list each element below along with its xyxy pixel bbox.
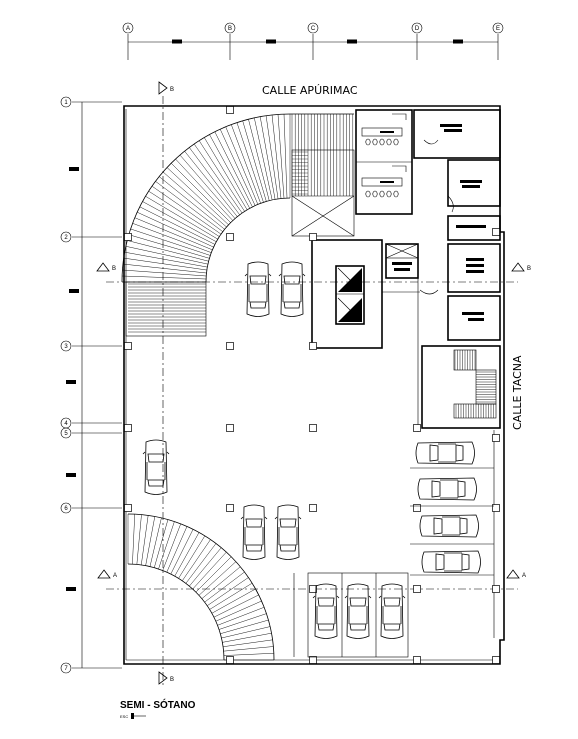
svg-text:B: B (170, 677, 174, 683)
svg-text:B: B (228, 26, 232, 32)
grid-bubble-7: 7 (60, 662, 72, 674)
car-12 (421, 550, 481, 574)
street-label-top: CALLE APÚRIMAC (262, 84, 358, 97)
scale-bar: ESC (120, 713, 146, 719)
ramp-landing (291, 149, 355, 237)
car-6 (312, 583, 340, 639)
svg-text:B: B (170, 87, 174, 93)
car-5 (274, 504, 302, 560)
grid-bubble-1: 1 (60, 96, 72, 108)
svg-text:A: A (126, 26, 130, 32)
grid-bubble-c: C (307, 22, 319, 34)
column-grid-top: A B C D E (122, 22, 504, 60)
grid-bubble-6: 6 (60, 502, 72, 514)
utility-rooms (385, 109, 501, 341)
car-8 (378, 583, 406, 639)
car-7 (344, 583, 372, 639)
car-11 (419, 514, 479, 538)
elevator-core (311, 239, 420, 349)
grid-bubble-b: B (224, 22, 236, 34)
svg-text:A: A (522, 573, 526, 579)
svg-text:B: B (527, 266, 531, 272)
grid-bubble-2: 2 (60, 231, 72, 243)
grid-bubble-a: A (122, 22, 134, 34)
ramp-straight-entry (125, 281, 207, 337)
car-10 (417, 477, 477, 501)
svg-text:2: 2 (64, 235, 68, 241)
row-grid-left: 1 2 3 4 5 6 7 (60, 96, 122, 674)
section-line-b-horizontal: B B (96, 262, 531, 283)
street-label-right: CALLE TACNA (511, 355, 524, 430)
svg-text:B: B (112, 266, 116, 272)
svg-text:A: A (113, 573, 117, 579)
svg-text:3: 3 (64, 344, 68, 350)
grid-bubble-4: 4 (60, 417, 72, 429)
stair-core (417, 260, 501, 432)
curved-ramp-top (121, 113, 354, 283)
svg-text:E: E (496, 26, 500, 32)
svg-text:6: 6 (64, 506, 68, 512)
section-line-a: A A (97, 569, 526, 590)
car-4 (240, 504, 268, 560)
section-line-b: B B (158, 81, 174, 688)
svg-text:ESC: ESC (120, 714, 128, 719)
car-9 (415, 441, 475, 465)
car-2 (278, 261, 306, 317)
parking-stalls-right (410, 467, 494, 576)
svg-text:D: D (415, 26, 420, 32)
grid-bubble-d: D (411, 22, 423, 34)
car-3 (142, 439, 170, 495)
grid-bubble-5: 5 (60, 427, 72, 439)
svg-text:7: 7 (64, 666, 68, 672)
grid-bubble-e: E (492, 22, 504, 34)
car-1 (244, 261, 272, 317)
svg-text:1: 1 (64, 100, 68, 106)
parking-stalls-bottom (293, 572, 409, 658)
svg-text:C: C (311, 26, 316, 32)
grid-bubble-3: 3 (60, 340, 72, 352)
svg-text:5: 5 (64, 431, 68, 437)
restroom-block (355, 109, 413, 215)
curved-ramp-bottom (127, 513, 275, 661)
drawing-title: SEMI - SÓTANO (120, 698, 196, 711)
svg-text:4: 4 (64, 421, 68, 427)
